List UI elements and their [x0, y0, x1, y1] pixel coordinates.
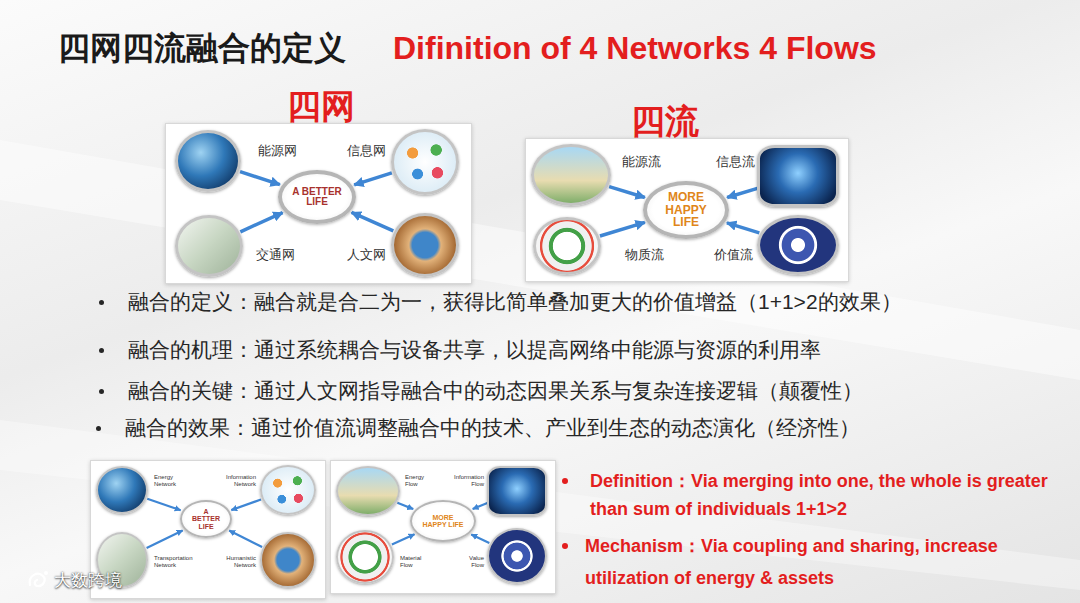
flow-arrow — [231, 500, 261, 511]
life-oval: A BETTER LIFE — [278, 170, 356, 224]
node-label: 信息网 — [336, 144, 386, 159]
bullet-dot — [562, 543, 568, 549]
bullet-text: 融合的定义：融合就是合二为一，获得比简单叠加更大的价值增益（1+1>2的效果） — [128, 289, 902, 315]
node-label: 物质流 — [625, 248, 675, 263]
english-bullet: Definition：Via merging into one, the who… — [590, 467, 1055, 523]
node-label: Material Flow — [400, 555, 426, 569]
flow-arrow — [352, 212, 394, 231]
flow-arrow — [600, 222, 645, 236]
life-oval: A BETTER LIFE — [180, 500, 232, 538]
watermark-logo — [30, 571, 48, 586]
flow-arrow — [609, 187, 645, 198]
network-circle: 人文网 — [391, 213, 459, 277]
node-label: 能源流 — [622, 155, 672, 170]
oval-text: MORE HAPPY LIFE — [658, 191, 715, 229]
flow-arrow — [727, 188, 759, 198]
network-circle: Information Flow — [487, 466, 547, 516]
node-label: 交通网 — [256, 248, 306, 263]
node-label: Energy Flow — [405, 474, 429, 488]
node-label: 信息流 — [705, 155, 755, 170]
flow-arrow — [354, 173, 392, 185]
watermark: 大数跨境 — [54, 570, 122, 592]
flow-arrow — [392, 534, 415, 544]
oval-text: A BETTER LIFE — [292, 187, 343, 208]
node-label: 价值流 — [703, 248, 753, 263]
title-text: 四网四流融合的定义 — [58, 28, 346, 68]
oval-text: MORE HAPPY LIFE — [421, 514, 465, 529]
flow-arrow — [229, 531, 262, 547]
bullet-text: 融合的机理：通过系统耦合与设备共享，以提高网络中能源与资源的利用率 — [128, 337, 821, 363]
logo-dot — [44, 571, 48, 575]
oval-text: A BETTER LIFE — [189, 508, 223, 530]
network-circle: 信息流 — [757, 145, 839, 207]
network-circle: 物质流 — [533, 217, 601, 275]
life-oval: MORE HAPPY LIFE — [410, 500, 476, 542]
network-circle: Material Flow — [336, 530, 394, 584]
title-english: Difinition of 4 Networks 4 Flows — [393, 28, 877, 68]
flow-arrow — [471, 534, 489, 543]
section-heading: 四流 — [631, 101, 699, 141]
flow-arrow — [397, 503, 413, 509]
logo-swirl — [30, 574, 45, 586]
network-circle: Humanistic Network — [260, 532, 316, 588]
flow-arrow — [147, 530, 183, 548]
network-circle: 能源流 — [531, 144, 611, 206]
bullet-dot — [99, 389, 104, 394]
network-circle: 交通网 — [175, 215, 243, 277]
network-circle: Information Network — [260, 465, 316, 515]
node-label: Information Flow — [448, 474, 484, 488]
english-bullet: Mechanism：Via coupling and sharing, incr… — [585, 530, 1050, 594]
light-stripe — [0, 140, 1080, 380]
network-circle: Energy Network — [96, 466, 148, 514]
node-label: Information Network — [212, 474, 256, 488]
bullet-text: 融合的效果：通过价值流调整融合中的技术、产业到生态的动态演化（经济性） — [125, 415, 860, 441]
flow-arrow — [147, 499, 180, 511]
bullet-dot — [562, 478, 568, 484]
node-label: 人文网 — [336, 248, 386, 263]
network-circle: 价值流 — [757, 215, 839, 275]
network-circle: 能源网 — [175, 130, 241, 192]
flow-arrow — [727, 223, 759, 233]
node-label: Transportation Network — [154, 555, 198, 569]
node-label: Humanistic Network — [212, 555, 256, 569]
node-label: Value Flow — [464, 555, 484, 569]
section-heading: 四网 — [287, 86, 355, 126]
bullet-dot — [99, 348, 104, 353]
network-circle: 信息网 — [391, 129, 459, 195]
node-label: 能源网 — [258, 144, 308, 159]
network-circle: Energy Flow — [336, 466, 400, 516]
flow-arrow — [240, 172, 280, 185]
life-oval: MORE HAPPY LIFE — [643, 181, 729, 239]
node-label: Energy Network — [154, 474, 188, 488]
network-circle: Value Flow — [487, 528, 547, 584]
bullet-dot — [96, 426, 101, 431]
bullet-dot — [99, 300, 104, 305]
flow-arrow — [240, 213, 282, 232]
bullet-text: 融合的关键：通过人文网指导融合中的动态因果关系与复杂连接逻辑（颠覆性） — [128, 378, 863, 404]
